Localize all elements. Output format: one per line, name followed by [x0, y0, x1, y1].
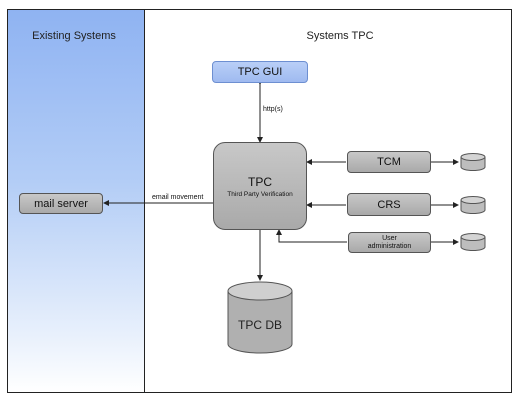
user-admin-line1: User	[382, 234, 397, 242]
useradmin-tpc-connector	[276, 229, 347, 243]
email-edge-label: email movement	[152, 194, 204, 201]
http-edge-label: http(s)	[263, 106, 283, 113]
tpc-gui-node: TPC GUI	[212, 61, 308, 83]
tpc-node: TPC Third Party Verification	[213, 142, 307, 230]
tcm-store-icon	[460, 153, 486, 171]
useradmin-store-icon	[460, 233, 486, 251]
tcm-node: TCM	[347, 151, 431, 173]
tpc-node-subtitle: Third Party Verification	[227, 190, 293, 198]
crs-node: CRS	[347, 193, 431, 216]
existing-systems-title: Existing Systems	[32, 30, 116, 42]
region-divider	[144, 10, 145, 392]
user-administration-node: User administration	[348, 232, 431, 253]
user-admin-line2: administration	[367, 242, 412, 250]
crs-store-icon	[460, 196, 486, 214]
tpc-db-label: TPC DB	[237, 318, 282, 332]
tpc-node-title: TPC	[248, 174, 272, 189]
mail-server-node: mail server	[19, 193, 103, 214]
systems-tpc-title: Systems TPC	[306, 30, 374, 42]
tpc-db-cylinder	[227, 281, 293, 354]
